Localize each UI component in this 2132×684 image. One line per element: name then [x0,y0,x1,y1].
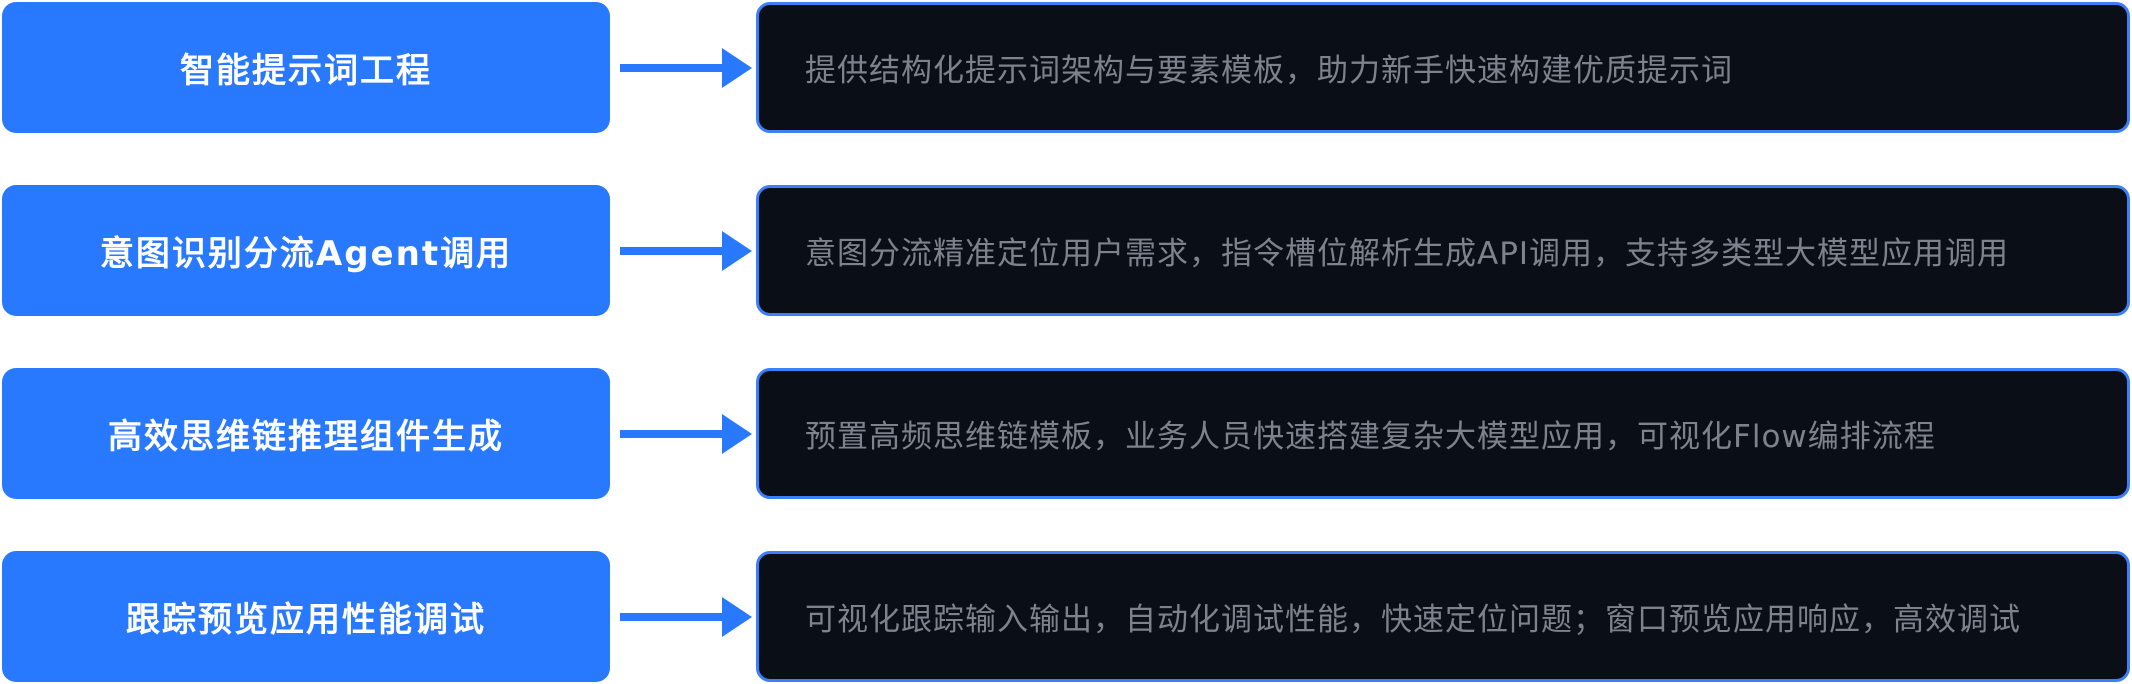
feature-title: 跟踪预览应用性能调试 [126,600,486,640]
description-text: 提供结构化提示词架构与要素模板，助力新手快速构建优质提示词 [805,53,1733,89]
arrow-head [722,230,752,271]
description-text: 可视化跟踪输入输出，自动化调试性能，快速定位问题；窗口预览应用响应，高效调试 [805,602,2021,638]
arrow-head [722,413,752,454]
feature-row: 智能提示词工程 提供结构化提示词架构与要素模板，助力新手快速构建优质提示词 [2,2,2130,133]
description-box: 预置高频思维链模板，业务人员快速搭建复杂大模型应用，可视化Flow编排流程 [756,368,2130,499]
arrow-shaft [620,612,722,621]
arrow-head [722,47,752,88]
right-arrow-icon [610,2,756,133]
feature-box: 智能提示词工程 [2,2,610,133]
right-arrow-icon [610,551,756,682]
description-box: 意图分流精准定位用户需求，指令槽位解析生成API调用，支持多类型大模型应用调用 [756,185,2130,316]
description-text: 预置高频思维链模板，业务人员快速搭建复杂大模型应用，可视化Flow编排流程 [805,419,1936,455]
feature-box: 高效思维链推理组件生成 [2,368,610,499]
feature-box: 意图识别分流Agent调用 [2,185,610,316]
feature-title: 高效思维链推理组件生成 [108,417,504,457]
arrow-shaft [620,246,722,255]
feature-title: 智能提示词工程 [180,51,432,91]
feature-box: 跟踪预览应用性能调试 [2,551,610,682]
arrow-head [722,596,752,637]
feature-row: 意图识别分流Agent调用 意图分流精准定位用户需求，指令槽位解析生成API调用… [2,185,2130,316]
description-text: 意图分流精准定位用户需求，指令槽位解析生成API调用，支持多类型大模型应用调用 [805,236,2010,272]
description-box: 可视化跟踪输入输出，自动化调试性能，快速定位问题；窗口预览应用响应，高效调试 [756,551,2130,682]
arrow-shaft [620,63,722,72]
feature-row: 高效思维链推理组件生成 预置高频思维链模板，业务人员快速搭建复杂大模型应用，可视… [2,368,2130,499]
right-arrow-icon [610,185,756,316]
feature-title: 意图识别分流Agent调用 [99,234,513,274]
feature-row: 跟踪预览应用性能调试 可视化跟踪输入输出，自动化调试性能，快速定位问题；窗口预览… [2,551,2130,682]
description-box: 提供结构化提示词架构与要素模板，助力新手快速构建优质提示词 [756,2,2130,133]
right-arrow-icon [610,368,756,499]
arrow-shaft [620,429,722,438]
